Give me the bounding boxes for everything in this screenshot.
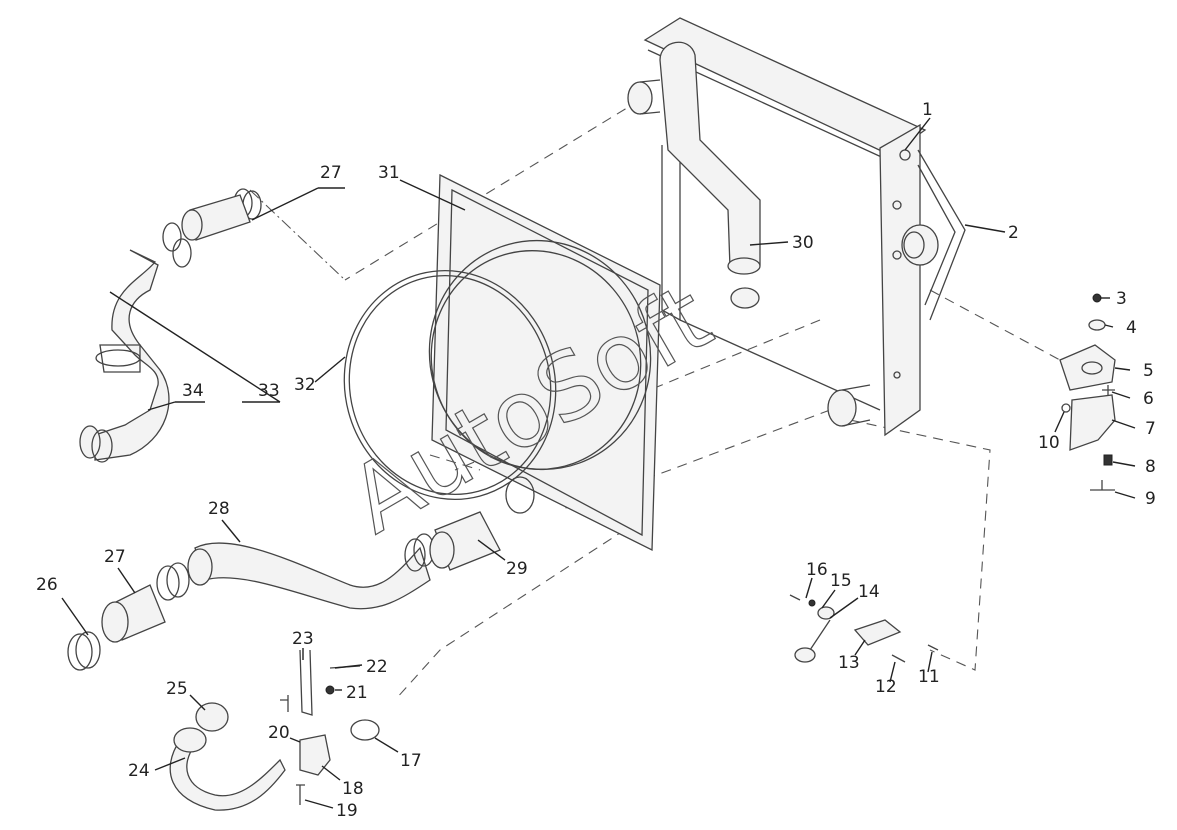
callout-17: 17 — [400, 751, 422, 771]
callout-32: 32 — [294, 375, 316, 395]
callout-13: 13 — [838, 653, 860, 673]
callout-31: 31 — [378, 163, 400, 183]
callout-5: 5 — [1143, 361, 1154, 381]
mount-hardware-lower — [789, 594, 939, 663]
callout-7: 7 — [1145, 419, 1156, 439]
callout-19: 19 — [336, 801, 358, 821]
callout-26: 26 — [36, 575, 58, 595]
shroud-ring — [343, 269, 557, 501]
callout-14: 14 — [858, 582, 880, 602]
callout-20: 20 — [268, 723, 290, 743]
callout-numbers: 1 2 3 4 5 6 7 8 9 10 11 12 13 14 15 16 1… — [36, 100, 1156, 821]
callout-12: 12 — [875, 677, 897, 697]
callout-18: 18 — [342, 779, 364, 799]
callout-27-lower: 27 — [104, 547, 126, 567]
callout-2: 2 — [1008, 223, 1019, 243]
callout-8: 8 — [1145, 457, 1156, 477]
callout-21: 21 — [346, 683, 368, 703]
callout-24: 24 — [128, 761, 150, 781]
callout-29: 29 — [506, 559, 528, 579]
callout-25: 25 — [166, 679, 188, 699]
callout-33: 33 — [258, 381, 280, 401]
callout-10: 10 — [1038, 433, 1060, 453]
callout-22: 22 — [366, 657, 388, 677]
radiator-assembly — [627, 17, 966, 437]
callout-16: 16 — [806, 560, 828, 580]
lower-hose-set — [67, 511, 501, 671]
upper-hose-set — [79, 188, 262, 463]
callout-34: 34 — [182, 381, 204, 401]
callout-23: 23 — [292, 629, 314, 649]
callout-1: 1 — [922, 100, 933, 120]
callout-30: 30 — [792, 233, 814, 253]
callout-6: 6 — [1143, 389, 1154, 409]
callout-9: 9 — [1145, 489, 1156, 509]
bottom-pipe-set — [169, 649, 380, 811]
mount-hardware-right — [1059, 293, 1116, 491]
shroud-ring-inner — [348, 274, 552, 496]
callout-28: 28 — [208, 499, 230, 519]
fan-shroud — [428, 173, 661, 552]
callout-4: 4 — [1126, 318, 1137, 338]
callout-3: 3 — [1116, 289, 1127, 309]
callout-27-upper: 27 — [320, 163, 342, 183]
callout-15: 15 — [830, 571, 852, 591]
leader-lines — [61, 117, 1136, 809]
callout-11: 11 — [918, 667, 940, 687]
